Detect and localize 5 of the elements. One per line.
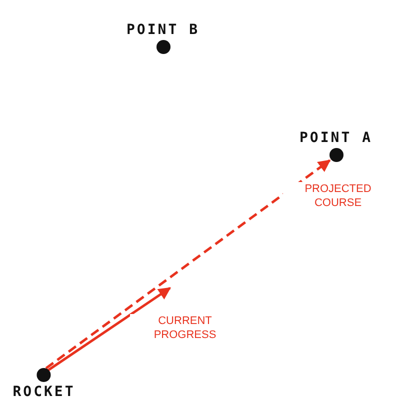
arrow <box>46 286 172 372</box>
arrow <box>45 159 331 370</box>
point-label: ROCKET <box>12 384 76 400</box>
point-label: POINT A <box>300 130 372 146</box>
point-label: POINT B <box>126 22 200 38</box>
